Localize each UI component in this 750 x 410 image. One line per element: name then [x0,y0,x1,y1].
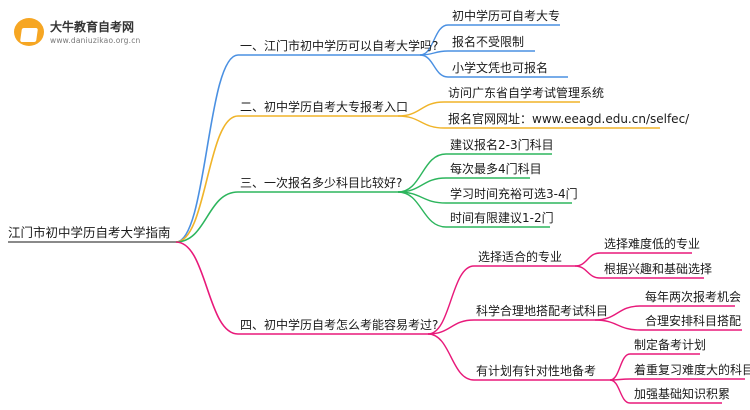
b4-s1-leaf-2: 根据兴趣和基础选择 [604,262,713,276]
b3-child-4: 时间有限建议1-2门 [450,211,554,225]
logo-badge-icon [14,18,44,46]
b3-child-1: 建议报名2-3门科目 [450,138,554,152]
b2-child-2: 报名官网网址：www.eeagd.edu.cn/selfec/ [448,112,690,126]
branch-3-label: 三、一次报名多少科目比较好? [240,176,403,190]
b4-sub-1: 选择适合的专业 [478,250,563,264]
b1-child-1: 初中学历可自考大专 [452,9,561,23]
b3-child-2: 每次最多4门科目 [450,162,542,176]
branch-4-label: 四、初中学历自考怎么考能容易考过? [240,318,439,332]
logo-url: www.daniuzikao.org.cn [50,36,141,45]
b4-sub-2: 科学合理地搭配考试科目 [476,304,609,318]
b4-s1-leaf-1-connector [574,252,601,267]
b1-child-1-connector [419,24,449,56]
b1-child-2: 报名不受限制 [452,35,525,49]
b4-s3-leaf-2: 着重复习难度大的科目 [634,363,750,377]
b4-sub-2-connector [427,319,475,335]
b4-s1-leaf-1: 选择难度低的专业 [604,237,701,251]
logo-title: 大牛教育自考网 [50,20,135,34]
root-node: 江门市初中学历自考大学指南 [8,225,171,240]
b4-s2-leaf-1: 每年两次报考机会 [645,290,742,304]
branch-1-connector [175,54,239,243]
site-logo: 大牛教育自考网 www.daniuzikao.org.cn [14,14,154,50]
b1-child-3: 小学文凭也可报名 [452,61,549,75]
b4-s1-leaf-2-connector [574,265,601,279]
b3-child-4-connector [397,191,447,228]
b3-child-3: 学习时间充裕可选3-4门 [450,187,578,201]
b4-sub-3: 有计划有针对性地备考 [476,364,597,378]
branch-2-connector [175,115,239,243]
branch-1-label: 一、江门市初中学历可以自考大学吗? [240,39,439,53]
b1-child-3-connector [419,54,449,78]
b4-s2-leaf-2: 合理安排科目搭配 [645,314,742,328]
b4-s3-leaf-1-connector [609,353,631,381]
b2-child-2-connector [397,115,445,129]
b4-s3-leaf-3: 加强基础知识积累 [634,387,731,401]
b4-sub-1-connector [427,265,475,335]
b4-s3-leaf-1: 制定备考计划 [634,338,707,352]
branch-2-label: 二、初中学历自考大专报考入口 [240,100,409,114]
b3-child-2-connector [397,177,447,193]
b4-s2-leaf-2-connector [594,319,641,331]
b2-child-1: 访问广东省自学考试管理系统 [448,86,605,100]
b3-child-1-connector [397,153,447,193]
branch-3-connector [175,191,239,243]
branch-4-connector [175,241,239,335]
b4-s3-leaf-3-connector [609,379,631,404]
b4-sub-3-connector [427,333,475,381]
